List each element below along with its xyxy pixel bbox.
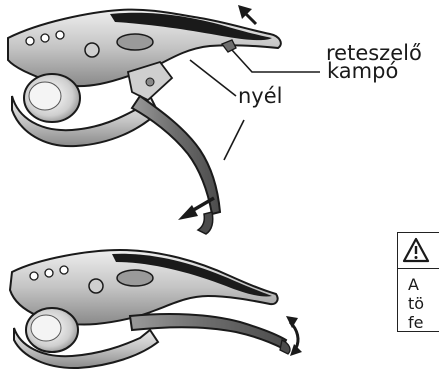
latch-leader-line [232, 50, 320, 72]
warning-text: A tö fe [398, 269, 439, 332]
warning-triangle-icon [402, 237, 430, 263]
hole-icon [41, 34, 49, 42]
pivot-screw [85, 43, 99, 57]
hole-icon [60, 266, 68, 274]
hole-icon [56, 31, 64, 39]
warning-box: A tö fe [397, 232, 439, 332]
cutter-open [8, 10, 281, 234]
hole-icon [30, 272, 38, 280]
handle-label: nyél [238, 83, 283, 109]
cutter-top-slot [117, 34, 153, 50]
warning-text-line: A [408, 275, 439, 294]
cutter-top-lower-handle [132, 96, 220, 214]
open-arrow-icon [238, 5, 256, 24]
warning-text-line: tö [408, 294, 439, 313]
pivot-screw [89, 279, 103, 293]
warning-text-line: fe [408, 313, 439, 332]
cutter-closed [10, 250, 290, 368]
handle-leader-line-1 [190, 60, 236, 96]
warning-header [398, 233, 439, 269]
handle-leader-line-2 [224, 120, 244, 160]
hole-icon [45, 269, 53, 277]
latch-hook-label-line2: kampó [327, 60, 398, 82]
hole-icon [26, 37, 34, 45]
cutter-bottom-slot [117, 270, 153, 286]
